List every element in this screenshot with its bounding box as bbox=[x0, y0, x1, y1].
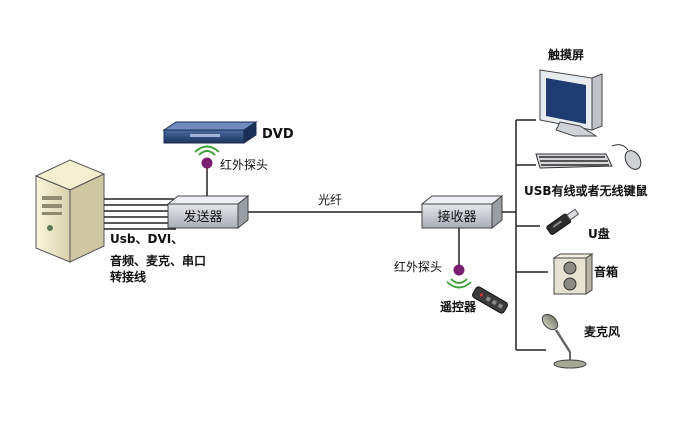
touchscreen-label: 触摸屏 bbox=[548, 48, 585, 62]
remote-control-icon bbox=[472, 286, 508, 314]
ir-probe-top bbox=[194, 145, 220, 196]
receiver-label: 接收器 bbox=[437, 209, 476, 225]
ir-probe-bottom-label: 红外探头 bbox=[394, 260, 443, 274]
pc-cable-bundle bbox=[104, 198, 176, 230]
microphone-icon bbox=[541, 313, 587, 369]
monitor-icon bbox=[539, 69, 603, 137]
usb-drive-label: U盘 bbox=[588, 227, 610, 241]
keyboard-icon bbox=[535, 153, 613, 169]
fiber-label: 光纤 bbox=[318, 193, 343, 207]
speaker-icon bbox=[552, 253, 594, 295]
dvd-label: DVD bbox=[262, 127, 294, 142]
mouse-icon bbox=[611, 144, 642, 170]
pc-cables-label-line3: 转接线 bbox=[110, 270, 147, 284]
pc-cables-label-line1: Usb、DVI、 bbox=[110, 232, 184, 246]
receiver-box: 接收器 bbox=[420, 194, 504, 230]
output-bus bbox=[502, 119, 548, 351]
pc-tower-icon bbox=[34, 159, 106, 263]
microphone-label: 麦克风 bbox=[584, 325, 621, 339]
pc-cables-label-line2: 音频、麦克、串口 bbox=[110, 254, 207, 268]
speaker-label: 音箱 bbox=[594, 265, 619, 279]
remote-label: 遥控器 bbox=[440, 300, 477, 314]
transmitter-box: 发送器 bbox=[166, 194, 250, 230]
keyboard-mouse-label: USB有线或者无线键鼠 bbox=[524, 184, 648, 198]
ir-probe-bottom bbox=[446, 228, 472, 289]
dvd-player-icon bbox=[162, 121, 258, 144]
transmitter-label: 发送器 bbox=[183, 209, 222, 225]
ir-probe-top-label: 红外探头 bbox=[220, 158, 269, 172]
usb-drive-icon bbox=[546, 208, 580, 235]
